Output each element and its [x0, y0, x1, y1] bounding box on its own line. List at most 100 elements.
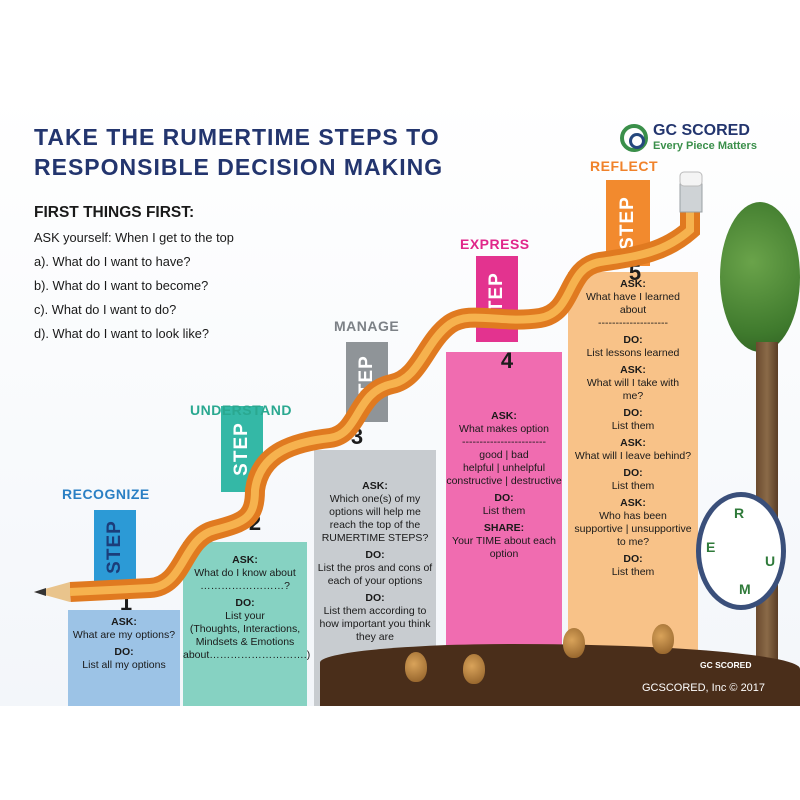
instruction-heading: ASK: [491, 410, 517, 422]
instruction-text: What are my options? [72, 629, 176, 641]
instruction-heading: ASK: [362, 480, 388, 492]
instruction-text: reach the top of the [329, 519, 421, 531]
copyright-text: GCSCORED, Inc © 2017 [642, 682, 766, 694]
instruction-text: List the pros and cons of [317, 562, 433, 574]
pencil-lead [34, 588, 46, 596]
instruction-text: What have I learned [586, 291, 680, 303]
title-line-1: TAKE THE RUMERTIME STEPS TO [34, 124, 440, 150]
pencil-highlight [69, 210, 694, 596]
instruction-text: ------------------------ [462, 436, 546, 448]
instruction-text: List lessons learned [586, 347, 680, 359]
instruction-heading: DO: [365, 549, 385, 561]
instruction-heading: DO: [365, 592, 385, 604]
instruction-text: List your [225, 610, 265, 622]
instruction-heading: DO: [494, 492, 514, 504]
seed-icon [652, 624, 674, 654]
instruction-heading: ASK: [232, 554, 258, 566]
step-4-label: EXPRESS [460, 236, 530, 252]
instruction-text: each of your options [327, 575, 423, 587]
instruction-heading: DO: [623, 553, 643, 565]
instruction-text: ……………………? [200, 580, 290, 592]
intro-line: ASK yourself: When I get to the top [34, 230, 234, 245]
instruction-text: List them [611, 420, 655, 432]
footer-logo: GC SCORED [700, 660, 752, 670]
pencil-staircase-icon [34, 171, 703, 602]
instruction-text: about……………………….) [183, 649, 311, 661]
poster: TAKE THE RUMERTIME STEPS TO RESPONSIBLE … [0, 92, 800, 706]
instruction-text: What do I know about [194, 567, 296, 579]
instruction-text: to me? [616, 536, 650, 548]
instruction-text: List them [611, 566, 655, 578]
step-5-panel [568, 272, 698, 706]
clock-letter: U [765, 553, 776, 569]
logo-tagline: Every Piece Matters [653, 140, 757, 152]
instruction-text: about [619, 304, 647, 316]
instruction-text: how important you think [319, 618, 431, 630]
page-title: TAKE THE RUMERTIME STEPS TO RESPONSIBLE … [34, 122, 504, 182]
instruction-text: What will I take with [586, 377, 680, 389]
step-2-panel [183, 542, 307, 706]
intro-line: d). What do I want to look like? [34, 326, 209, 341]
logo-mark-icon [620, 124, 648, 152]
step-4-instructions: ASK:What makes option-------------------… [446, 410, 562, 561]
clock-letter: E [706, 539, 716, 555]
instruction-text: What makes option [459, 423, 549, 435]
pencil-body [69, 210, 700, 602]
step-3-label: MANAGE [334, 318, 400, 334]
seed-icon [563, 628, 585, 658]
step-2-label: UNDERSTAND [190, 402, 292, 418]
clock-letter: R [734, 505, 745, 521]
instruction-text: What will I leave behind? [574, 450, 692, 462]
instruction-heading: DO: [114, 646, 134, 658]
instruction-text: helpful | unhelpful [462, 462, 546, 474]
instruction-text: constructive | destructive [446, 475, 562, 487]
soil-ground-illustration [320, 644, 800, 706]
instruction-text: Mindsets & Emotions [195, 636, 295, 648]
instruction-text: -------------------- [598, 317, 668, 329]
intro-line: a). What do I want to have? [34, 254, 191, 269]
instruction-heading: ASK: [620, 437, 646, 449]
instruction-heading: ASK: [111, 616, 137, 628]
instruction-text: options will help me [329, 506, 421, 518]
instruction-text: supportive | unsupportive [574, 523, 692, 535]
brand-logo: GC SCORED Every Piece Matters [620, 122, 770, 156]
instruction-text: (Thoughts, Interactions, [189, 623, 301, 635]
instruction-text: they are [356, 631, 394, 643]
clock-illustration: R E U M [696, 492, 786, 610]
instruction-heading: DO: [623, 467, 643, 479]
pencil-eraser [679, 171, 703, 187]
step-4-number: 4 [500, 348, 514, 373]
instruction-text: Your TIME about each [452, 535, 556, 547]
instruction-text: Who has been [599, 510, 667, 522]
instruction-text: List all my options [82, 659, 166, 671]
clock-letter: M [739, 581, 751, 597]
intro-line: c). What do I want to do? [34, 302, 177, 317]
instruction-text: List them [482, 505, 526, 517]
instruction-text: option [489, 548, 519, 560]
step-1-label: RECOGNIZE [62, 486, 150, 502]
step-2-instructions: ASK:What do I know about……………………?DO:List… [183, 554, 311, 662]
instruction-text: RUMERTIME STEPS? [321, 532, 429, 544]
instruction-text: Which one(s) of my [329, 493, 421, 505]
instruction-heading: ASK: [620, 497, 646, 509]
instruction-heading: DO: [623, 334, 643, 346]
step-1-panel [68, 610, 180, 706]
tree-canopy-illustration [720, 202, 800, 352]
logo-name: GC SCORED [653, 122, 750, 139]
pencil-tip-wood [34, 582, 70, 602]
instruction-heading: DO: [623, 407, 643, 419]
instruction-text: good | bad [479, 449, 529, 461]
pencil-ferrule [679, 183, 703, 213]
step-1-ribbon: STEP [94, 510, 136, 584]
title-line-2: RESPONSIBLE DECISION MAKING [34, 154, 444, 180]
instruction-heading: ASK: [620, 364, 646, 376]
step-1-instructions: ASK:What are my options? DO:List all my o… [68, 616, 180, 672]
instruction-heading: SHARE: [483, 522, 525, 534]
instruction-heading: ASK: [620, 278, 646, 290]
intro-heading: FIRST THINGS FIRST: [34, 204, 195, 221]
step-5-label: REFLECT [590, 158, 659, 174]
instruction-text: List them [611, 480, 655, 492]
intro-line: b). What do I want to become? [34, 278, 209, 293]
